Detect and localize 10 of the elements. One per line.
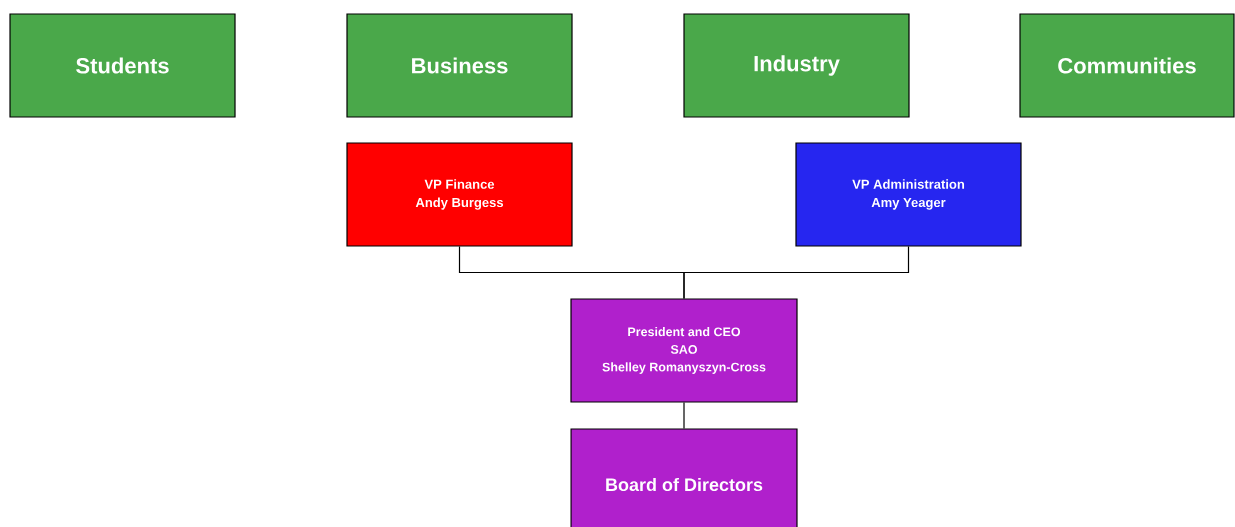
stakeholder-box: Industry (683, 13, 910, 118)
stakeholder-box: Communities (1019, 13, 1235, 118)
board-box: Board of Directors (570, 428, 798, 527)
connector-line (683, 402, 685, 429)
stakeholder-box: Business (346, 13, 573, 118)
stakeholder-box: Students (9, 13, 236, 118)
role-box: VP Administration Amy Yeager (795, 142, 1022, 247)
role-box: VP Finance Andy Burgess (346, 142, 573, 247)
role-box: President and CEO SAO Shelley Romanyszyn-Cross (570, 298, 798, 403)
connector-line (683, 246, 910, 299)
